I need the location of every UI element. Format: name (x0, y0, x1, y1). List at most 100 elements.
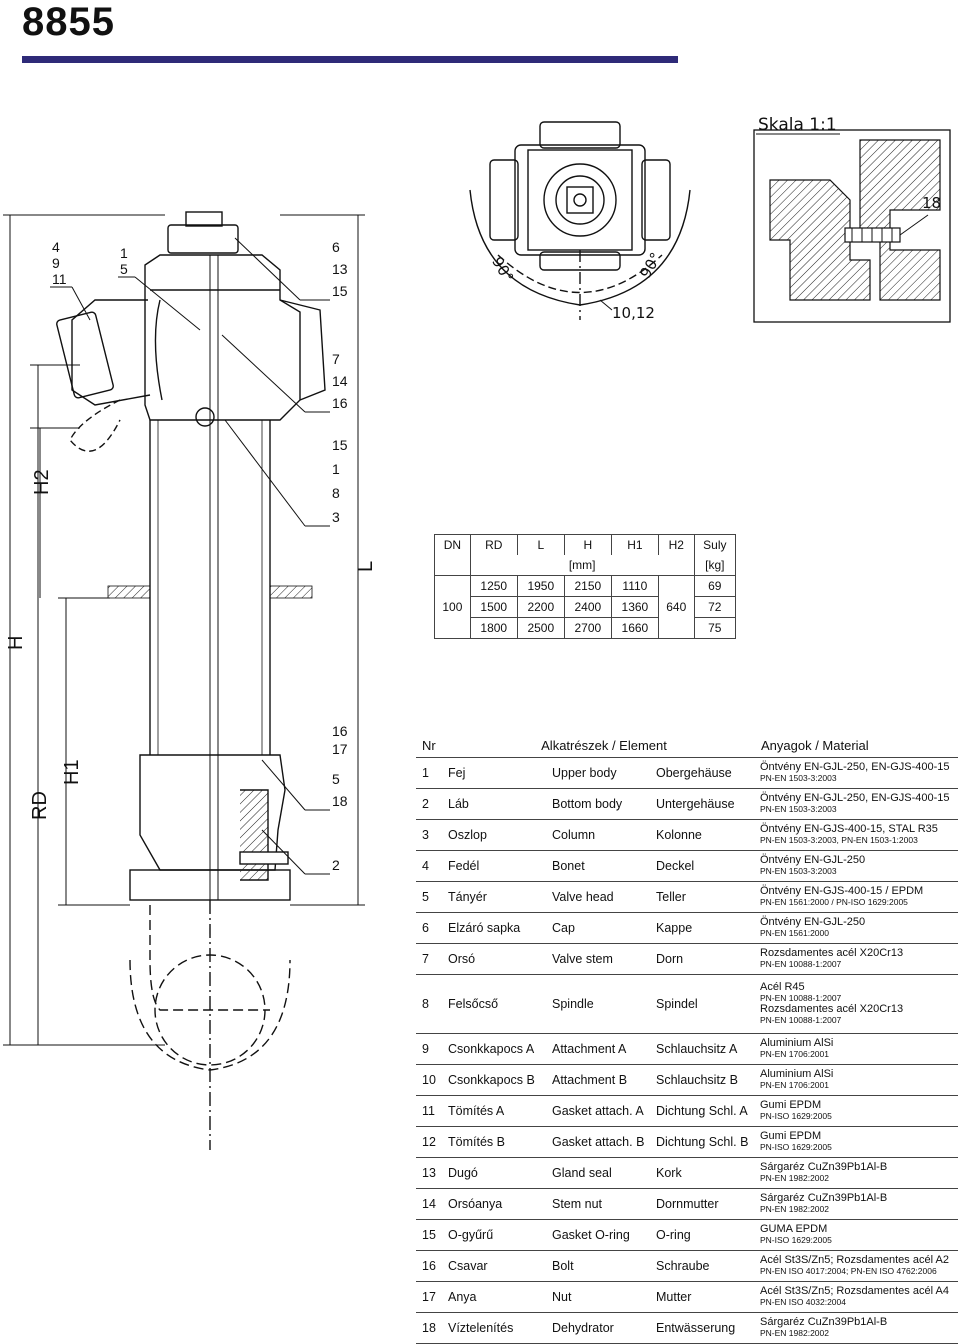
material-standard: PN-EN 1982:2002 (760, 1173, 829, 1183)
part-number: 7 (416, 943, 448, 975)
part-number: 2 (416, 788, 448, 820)
dim-L-label: L (355, 561, 377, 572)
material-name: Aluminium AlSi (760, 1068, 834, 1080)
material-standard: PN-EN 1503-3:2003 (760, 804, 837, 814)
part-number: 1 (416, 757, 448, 789)
callout-7: 7 (332, 351, 340, 367)
part-name-hu: Tömítés B (448, 1126, 552, 1158)
part-name-hu: Fedél (448, 850, 552, 882)
part-number: 3 (416, 819, 448, 851)
part-name-hu: Orsó (448, 943, 552, 975)
detail-view (753, 129, 951, 323)
part-name-hu: Dugó (448, 1157, 552, 1189)
part-name-de: Schlauchsitz B (656, 1064, 760, 1096)
material-standard: PN-EN 1982:2002 (760, 1328, 829, 1338)
title-bar (22, 56, 678, 63)
part-number: 13 (416, 1157, 448, 1189)
angle-left-label: 90° (488, 254, 517, 286)
dim-header-l: L (516, 534, 565, 555)
material-name: Öntvény EN-GJS-400-15 / EPDM (760, 885, 924, 897)
dim-H1-label: H1 (61, 759, 83, 785)
dim-cell: 2400 (563, 596, 612, 618)
callout-14: 14 (332, 373, 348, 389)
material-name: Sárgaréz CuZn39Pb1Al-B (760, 1316, 888, 1328)
part-name-hu: Tányér (448, 881, 552, 913)
dim-cell: 1110 (610, 575, 659, 597)
material-name: Sárgaréz CuZn39Pb1Al-B (760, 1161, 888, 1173)
dim-RD-label: RD (29, 791, 51, 820)
page-title: 8855 (22, 0, 115, 44)
parts-table: Nr Alkatrészek / Element Anyagok / Mater… (416, 733, 958, 1344)
part-name-en: Attachment A (552, 1033, 656, 1065)
part-name-en: Gasket O-ring (552, 1219, 656, 1251)
part-name-de: Dornmutter (656, 1188, 760, 1220)
material-name: Acél St3S/Zn5; Rozsdamentes acél A2 (760, 1254, 949, 1266)
dim-header-h: H (563, 534, 612, 555)
material-standard: PN-EN ISO 4032:2004 (760, 1297, 846, 1307)
dim-header-rd: RD (469, 534, 518, 555)
material-standard: PN-EN 1561:2000 / PN-ISO 1629:2005 (760, 897, 908, 907)
dim-H2-label: H2 (31, 469, 53, 495)
material-standard: PN-EN 1503-3:2003, PN-EN 1503-1:2003 (760, 835, 918, 845)
part-name-hu: Anya (448, 1281, 552, 1313)
callout-11: 11 (52, 271, 67, 287)
part-name-en: Column (552, 819, 656, 851)
dim-header-h2: H2 (657, 534, 695, 555)
dim-unit-mm: [mm] (469, 555, 695, 576)
part-name-en: Valve head (552, 881, 656, 913)
dim-cell: 69 (693, 575, 737, 597)
callout-17: 17 (332, 741, 348, 757)
material-name: Acél St3S/Zn5; Rozsdamentes acél A4 (760, 1285, 949, 1297)
dimensions-table: DN RD L H H1 H2 Suly [mm] [kg] 100 1250 … (434, 534, 737, 639)
part-name-de: Mutter (656, 1281, 760, 1313)
material-standard: PN-EN ISO 4017:2004; PN-EN ISO 4762:2006 (760, 1266, 937, 1276)
part-name-de: O-ring (656, 1219, 760, 1251)
part-number: 14 (416, 1188, 448, 1220)
material-standard: PN-EN 1561:2000 (760, 928, 829, 938)
material-standard: PN-EN 10088-1:2007 (760, 959, 842, 969)
material-name: Öntvény EN-GJL-250, EN-GJS-400-15 (760, 792, 950, 804)
part-number: 6 (416, 912, 448, 944)
material-name: GUMA EPDM (760, 1223, 828, 1235)
material-standard: PN-EN 1503-3:2003 (760, 866, 837, 876)
part-number: 16 (416, 1250, 448, 1282)
callout-16b: 16 (332, 723, 348, 739)
part-name-en: Stem nut (552, 1188, 656, 1220)
part-number: 12 (416, 1126, 448, 1158)
part-number: 15 (416, 1219, 448, 1251)
part-name-hu: Tömítés A (448, 1095, 552, 1127)
callout-1b: 1 (332, 461, 340, 477)
material-name: Aluminium AlSi (760, 1037, 834, 1049)
part-name-de: Schraube (656, 1250, 760, 1282)
part-name-hu: Csonkkapocs A (448, 1033, 552, 1065)
callout-15b: 15 (332, 437, 348, 453)
material-standard: PN-ISO 1629:2005 (760, 1235, 832, 1245)
part-name-de: Entwässerung (656, 1312, 760, 1344)
dim-cell: 1950 (516, 575, 565, 597)
part-name-en: Attachment B (552, 1064, 656, 1096)
dim-header-suly: Suly (693, 534, 737, 555)
callout-13: 13 (332, 261, 348, 277)
part-name-en: Gland seal (552, 1157, 656, 1189)
material-standard-2: PN-EN 10088-1:2007 (760, 1015, 842, 1025)
material-name: Öntvény EN-GJL-250 (760, 854, 866, 866)
material-name: Gumi EPDM (760, 1130, 822, 1142)
